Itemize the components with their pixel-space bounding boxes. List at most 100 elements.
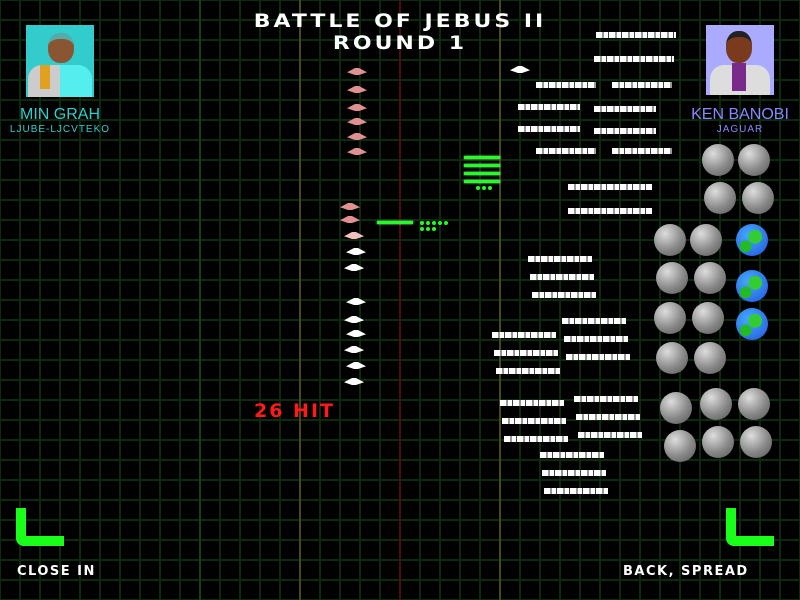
- asteroid-icon: [700, 388, 732, 420]
- plasma-shot: [432, 221, 436, 225]
- player-race: LJUBE-LJCVTEKO: [9, 124, 111, 135]
- close-in-bracket-icon[interactable]: [16, 508, 64, 546]
- plasma-shot: [426, 221, 430, 225]
- player-ship[interactable]: [347, 86, 367, 93]
- enemy-ship[interactable]: [544, 488, 608, 494]
- enemy-ship[interactable]: [612, 148, 672, 154]
- enemy-ship[interactable]: [568, 208, 652, 214]
- laser-beam: [464, 172, 500, 175]
- asteroid-icon: [738, 388, 770, 420]
- enemy-ship[interactable]: [562, 318, 626, 324]
- asteroid-icon: [694, 262, 726, 294]
- player-portrait[interactable]: [26, 25, 94, 97]
- asteroid-icon: [694, 342, 726, 374]
- player-ship[interactable]: [347, 133, 367, 140]
- player-ship[interactable]: [346, 362, 366, 369]
- enemy-ship[interactable]: [532, 292, 596, 298]
- enemy-ship[interactable]: [502, 418, 566, 424]
- asteroid-icon: [656, 262, 688, 294]
- plasma-shot: [482, 186, 486, 190]
- enemy-ship[interactable]: [566, 354, 630, 360]
- player-ship[interactable]: [344, 264, 364, 271]
- asteroid-icon: [702, 426, 734, 458]
- enemy-ship[interactable]: [492, 332, 556, 338]
- planet-icon: [736, 224, 768, 256]
- asteroid-icon: [702, 144, 734, 176]
- plasma-shot: [426, 227, 430, 231]
- player-ship[interactable]: [347, 118, 367, 125]
- player-ship[interactable]: [344, 316, 364, 323]
- planet-icon: [736, 308, 768, 340]
- player-ship[interactable]: [344, 232, 364, 239]
- enemy-ship[interactable]: [594, 128, 656, 134]
- enemy-ship[interactable]: [518, 126, 580, 132]
- plasma-shot: [432, 227, 436, 231]
- player-ship[interactable]: [347, 148, 367, 155]
- enemy-ship[interactable]: [530, 274, 594, 280]
- laser-beam: [464, 180, 500, 183]
- laser-beam: [464, 164, 500, 167]
- battle-title: BATTLE OF JEBUS II: [253, 10, 547, 33]
- enemy-race: JAGUAR: [716, 124, 764, 135]
- enemy-ship[interactable]: [504, 436, 568, 442]
- enemy-name: KEN BANOBI: [691, 106, 789, 123]
- enemy-ship[interactable]: [540, 452, 604, 458]
- enemy-ship[interactable]: [528, 256, 592, 262]
- player-ship[interactable]: [347, 104, 367, 111]
- enemy-ship[interactable]: [568, 184, 652, 190]
- player-ship[interactable]: [340, 203, 360, 210]
- asteroid-icon: [656, 342, 688, 374]
- enemy-ship[interactable]: [594, 106, 656, 112]
- enemy-ship[interactable]: [536, 148, 596, 154]
- player-ship[interactable]: [346, 298, 366, 305]
- enemy-ship[interactable]: [594, 56, 674, 62]
- asteroid-icon: [740, 426, 772, 458]
- enemy-ship[interactable]: [576, 414, 640, 420]
- plasma-shot: [444, 221, 448, 225]
- hit-counter: 26 HIT: [254, 400, 335, 422]
- asteroid-icon: [692, 302, 724, 334]
- plasma-shot: [476, 186, 480, 190]
- enemy-ship[interactable]: [500, 400, 564, 406]
- close-in-command[interactable]: CLOSE IN: [17, 564, 96, 579]
- enemy-ship[interactable]: [496, 368, 560, 374]
- asteroid-icon: [704, 182, 736, 214]
- enemy-ship[interactable]: [542, 470, 606, 476]
- enemy-ship[interactable]: [596, 32, 676, 38]
- asteroid-icon: [690, 224, 722, 256]
- asteroid-icon: [664, 430, 696, 462]
- player-name: MIN GRAH: [20, 106, 100, 123]
- back-spread-command[interactable]: BACK, SPREAD: [623, 564, 749, 579]
- plasma-shot: [420, 227, 424, 231]
- range-line-center: [399, 0, 401, 600]
- enemy-ship[interactable]: [536, 82, 596, 88]
- enemy-ship[interactable]: [494, 350, 558, 356]
- round-label: ROUND 1: [332, 32, 468, 55]
- plasma-shot: [438, 221, 442, 225]
- enemy-ship[interactable]: [578, 432, 642, 438]
- range-line-1: [299, 0, 301, 600]
- back-spread-bracket-icon[interactable]: [726, 508, 774, 546]
- asteroid-icon: [738, 144, 770, 176]
- enemy-ship[interactable]: [518, 104, 580, 110]
- enemy-ship[interactable]: [574, 396, 638, 402]
- planet-icon: [736, 270, 768, 302]
- range-line-2: [499, 0, 501, 600]
- asteroid-icon: [660, 392, 692, 424]
- enemy-portrait[interactable]: [706, 25, 774, 95]
- enemy-ship[interactable]: [510, 66, 530, 73]
- asteroid-icon: [742, 182, 774, 214]
- player-ship[interactable]: [347, 68, 367, 75]
- player-ship[interactable]: [340, 216, 360, 223]
- player-ship[interactable]: [346, 330, 366, 337]
- asteroid-icon: [654, 224, 686, 256]
- asteroid-icon: [654, 302, 686, 334]
- plasma-shot: [488, 186, 492, 190]
- laser-beam: [377, 221, 413, 224]
- enemy-ship[interactable]: [612, 82, 672, 88]
- enemy-ship[interactable]: [564, 336, 628, 342]
- player-ship[interactable]: [346, 248, 366, 255]
- player-ship[interactable]: [344, 346, 364, 353]
- player-ship[interactable]: [344, 378, 364, 385]
- plasma-shot: [420, 221, 424, 225]
